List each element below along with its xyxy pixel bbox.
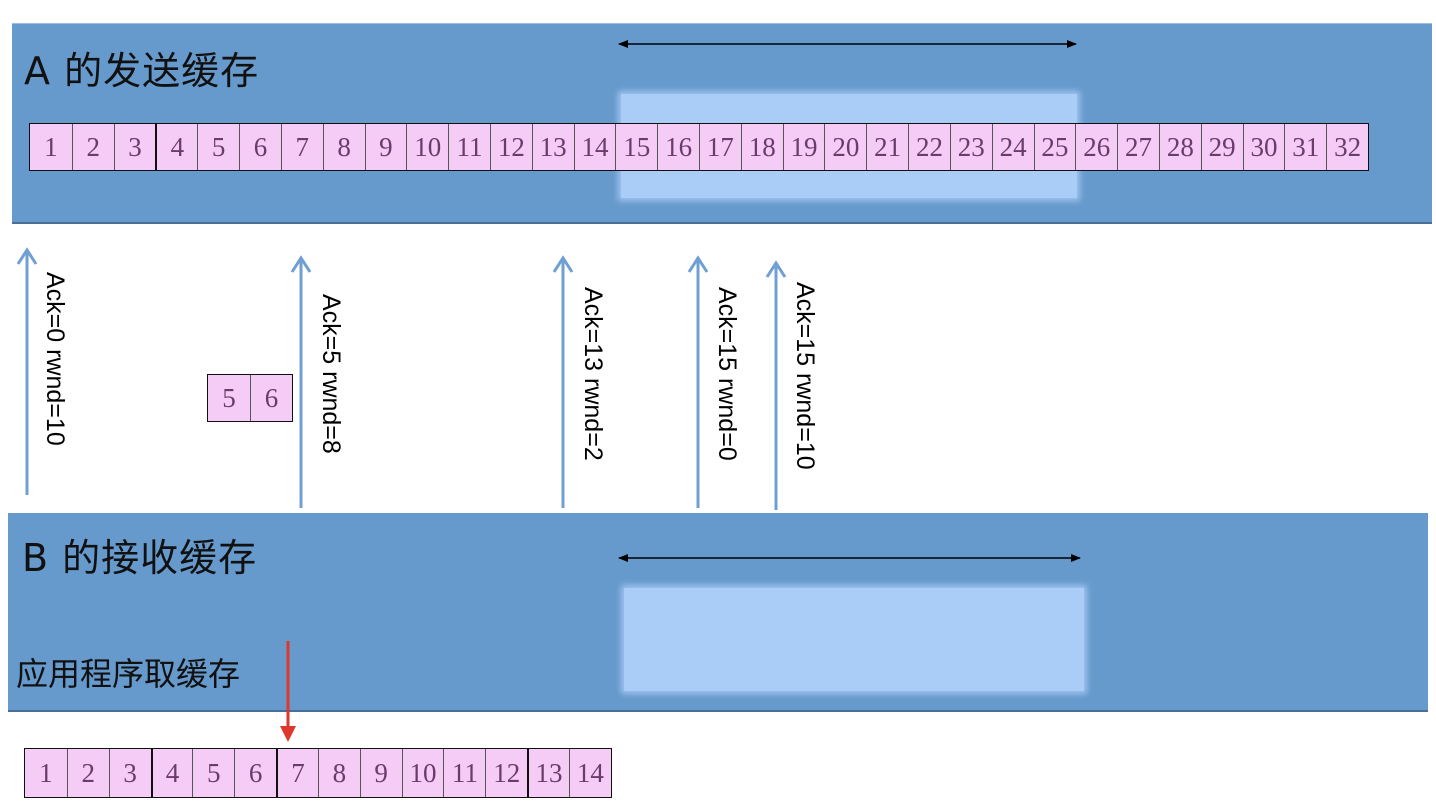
receiver-seq-cell: 5 [192,749,234,797]
sender-seq-cell: 11 [448,124,490,170]
ack-arrow-2 [552,255,574,508]
receiver-buffer-title: B 的接收缓存 [22,536,258,580]
sender-seq-cell: 20 [824,124,866,170]
app-read-label: 应用程序取缓存 [16,655,241,693]
sender-seq-cell: 3 [113,124,156,170]
sender-seq-cell: 32 [1326,124,1368,170]
sender-seq-cell: 8 [322,124,365,170]
ack-label-4: Ack=15 rwnd=10 [791,282,819,470]
sender-seq-cell: 2 [71,124,114,170]
sender-seq-cell: 24 [991,124,1034,170]
sender-seq-cell: 31 [1284,124,1326,170]
sender-seq-cell: 1 [44,131,58,162]
sender-seq-cell: 9 [364,124,407,170]
ack-arrow-4 [765,260,787,510]
receiver-seq-cell: 14 [568,749,611,797]
sender-seq-cell: 13 [531,124,574,170]
sender-seq-cell: 25 [1033,124,1076,170]
receiver-seq-cell: 2 [66,749,109,797]
ack-label-3: Ack=15 rwnd=0 [713,287,741,461]
sender-seq-cell: 16 [657,124,699,170]
sender-seq-cell: 7 [280,124,323,170]
receiver-seq-cell: 1 [39,757,53,788]
sender-seq-cell: 17 [699,124,741,170]
sender-seq-cell: 10 [406,124,448,170]
sender-seq-cell: 28 [1158,124,1201,170]
app-read-arrow [280,641,296,742]
ack-label-0: Ack=0 rwnd=10 [41,272,69,446]
sender-seq-cell: 29 [1200,124,1243,170]
receiver-window-highlight [624,588,1084,691]
ack-arrow-1 [290,255,312,508]
sender-seq-cell: 30 [1242,124,1285,170]
sender-seq-cell: 4 [155,124,197,170]
sender-seq-cell: 6 [239,124,281,170]
ack-arrow-3 [687,255,709,508]
sender-seq-cell: 27 [1117,124,1159,170]
sender-seq-cell: 21 [866,124,908,170]
out-of-order-cell: 5 [222,382,236,413]
sender-seq-cell: 23 [949,124,992,170]
sender-seq-cell: 26 [1075,124,1117,170]
receiver-seq-cell: 6 [234,749,276,797]
ack-arrow-0 [16,247,38,495]
sender-seq-cell: 14 [573,124,616,170]
sender-seq-cell: 15 [615,124,657,170]
receiver-seq-cell: 10 [401,749,444,797]
sender-seq-cell: 18 [740,124,783,170]
receiver-seq-cell: 13 [527,749,569,797]
receiver-seq-cell: 7 [276,749,318,797]
sender-seq-cell: 12 [489,124,532,170]
sender-seq-cell: 5 [197,124,239,170]
receiver-seq-cell: 4 [150,749,193,797]
ack-label-1: Ack=5 rwnd=8 [317,294,345,454]
ack-label-2: Ack=13 rwnd=2 [579,287,607,461]
receiver-seq-cell: 8 [317,749,360,797]
out-of-order-cell: 6 [250,375,292,421]
sender-buffer-title: A 的发送缓存 [24,49,260,93]
sender-seq-cell: 22 [908,124,950,170]
receiver-seq-cell: 12 [485,749,527,797]
receiver-seq-cell: 11 [443,749,485,797]
receiver-seq-cell: 3 [108,749,151,797]
sender-seq-cell: 19 [782,124,825,170]
receiver-seq-cell: 9 [359,749,402,797]
